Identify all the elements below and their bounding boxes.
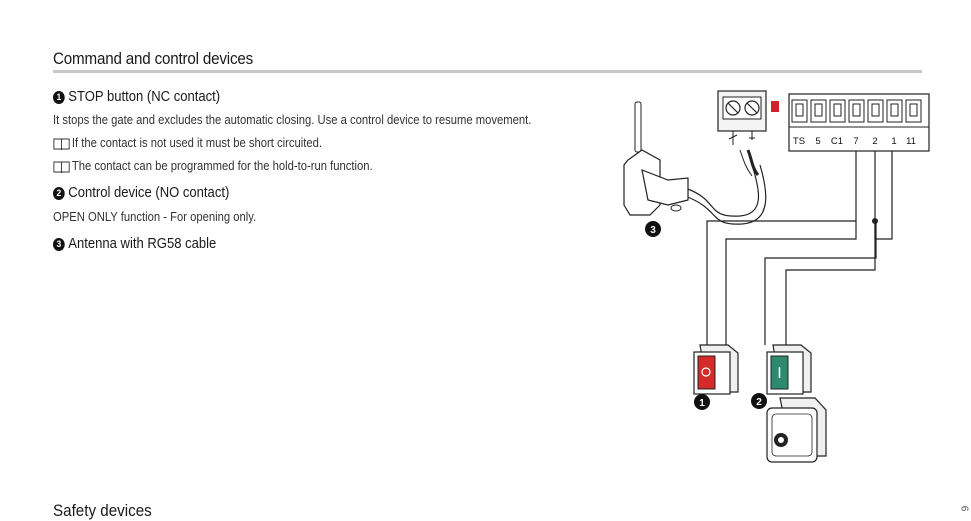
title-underline [53,70,922,73]
antenna-cable [684,149,767,225]
callout-3-label: 3 [650,225,656,236]
note-hold-to-run: The contact can be programmed for the ho… [53,159,373,173]
heading-control-device: 2 Control device (NO contact) [53,185,229,201]
terminal-label-1: 1 [891,136,896,147]
heading-stop-button-label: STOP button (NC contact) [68,89,221,105]
antenna-terminal-block [717,90,767,145]
terminal-label-7: 7 [853,136,858,147]
page-number: 6 [958,505,970,512]
junction-dot [872,218,878,224]
section-title: Command and control devices [53,50,254,68]
antenna-icon [623,101,689,216]
note-short-circuit: If the contact is not used it must be sh… [53,136,322,150]
red-marker [771,101,779,112]
number-badge-3: 3 [53,237,65,251]
note-hold-to-run-text: The contact can be programmed for the ho… [71,159,373,173]
stop-description: It stops the gate and excludes the autom… [53,113,532,127]
terminal-label-11: 11 [906,136,916,147]
note-short-circuit-text: If the contact is not used it must be sh… [71,136,323,150]
number-badge-2: 2 [53,186,65,200]
terminal-label-ts: TS [793,136,805,147]
next-section-title: Safety devices [53,502,152,520]
control-description: OPEN ONLY function - For opening only. [53,210,257,224]
terminal-label-c1: C1 [831,136,843,147]
book-icon [53,138,70,150]
callout-1: 1 [694,394,710,410]
terminal-label-5: 5 [815,136,820,147]
stop-button-device [693,344,739,395]
number-badge-1: 1 [53,90,65,104]
control-board-terminal-block [788,93,930,152]
heading-control-device-label: Control device (NO contact) [68,185,230,201]
callout-2: 2 [751,393,767,409]
key-switch-device [766,397,827,463]
heading-antenna: 3 Antenna with RG58 cable [53,236,216,252]
heading-antenna-label: Antenna with RG58 cable [68,236,217,252]
heading-stop-button: 1 STOP button (NC contact) [53,89,220,105]
callout-3: 3 [645,221,661,237]
callout-1-label: 1 [699,398,705,409]
control-button-device [766,344,812,395]
terminal-label-2: 2 [872,136,877,147]
callout-2-label: 2 [756,397,762,408]
book-icon [53,161,70,173]
wiring [706,151,893,345]
